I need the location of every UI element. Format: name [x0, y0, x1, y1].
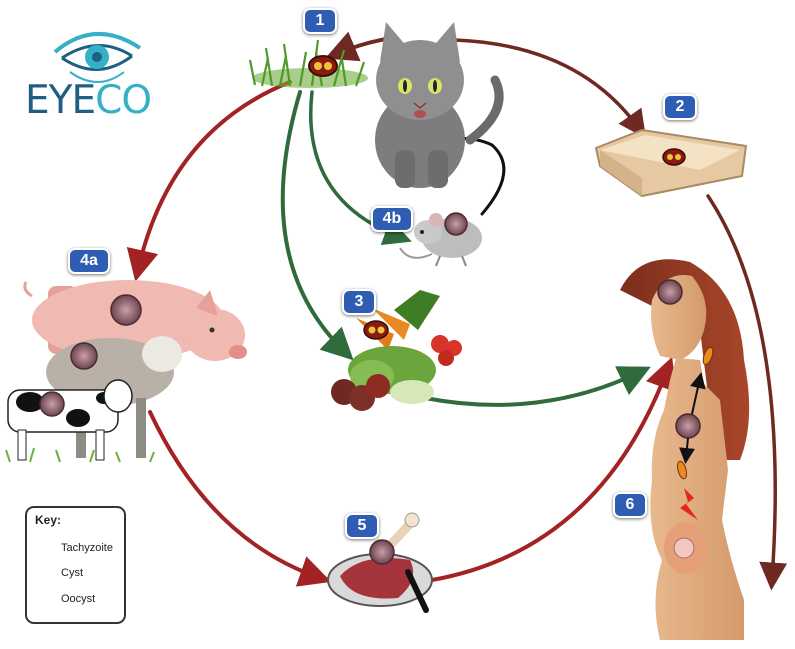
- arrow-soil-to-livestock: [126, 80, 292, 282]
- logo-text-eye: EYE: [25, 78, 96, 123]
- step-badge-5: 5: [345, 513, 379, 539]
- arrow-cat-to-litterbox: [453, 38, 647, 139]
- rodent-intermediate-host: [399, 212, 482, 267]
- arrow-meat-to-human: [430, 356, 676, 582]
- arrow-cyst-to-tachyzoite: [690, 372, 706, 415]
- contaminated-produce: [331, 290, 462, 411]
- logo-text-co: CO: [95, 78, 152, 123]
- eyeco-logo-eye-icon: [53, 32, 142, 83]
- cow: [7, 379, 133, 461]
- legend-key: Key: Tachyzoite Cyst Oocyst: [25, 506, 126, 624]
- transmission-arrows: [126, 31, 788, 591]
- oocyst-on-produce-icon: [363, 320, 389, 340]
- step-badge-4a: 4a: [68, 248, 110, 274]
- cyst-in-human-brain-icon: [657, 279, 683, 305]
- tachyzoite-in-human-icon: [676, 346, 714, 480]
- oocyst-in-litter-icon: [662, 148, 686, 166]
- arrow-soil-to-produce: [280, 90, 354, 361]
- undercooked-meat: [327, 512, 433, 613]
- pig: [23, 280, 247, 361]
- legend-title: Key:: [35, 513, 62, 527]
- legend-item-cyst: Cyst: [61, 567, 83, 579]
- arrow-cyst-to-tachyzoite-down: [679, 437, 695, 464]
- human-host-pregnant-woman: [620, 259, 750, 640]
- livestock-intermediate-hosts: [5, 280, 247, 463]
- contaminated-soil-grass: [248, 39, 368, 88]
- step-badge-1: 1: [303, 8, 337, 34]
- legend-item-tachyzoite: Tachyzoite: [61, 542, 113, 554]
- step-badge-6: 6: [613, 492, 647, 518]
- legend-item-oocyst: Oocyst: [61, 593, 96, 605]
- cyst-in-cow-icon: [39, 391, 65, 417]
- arrow-litterbox-to-human: [706, 194, 788, 591]
- fetus-icon: [673, 537, 695, 559]
- step-badge-3: 3: [342, 289, 376, 315]
- arrow-livestock-to-meat: [148, 410, 332, 587]
- cyst-in-pig-icon: [110, 294, 142, 326]
- cyst-in-human-tissue-icon: [675, 413, 701, 439]
- oocyst-in-soil-icon: [308, 55, 338, 77]
- arrow-produce-to-human: [423, 366, 651, 407]
- step-badge-2: 2: [663, 94, 697, 120]
- cat-definitive-host: [375, 22, 504, 188]
- cyst-in-meat-icon: [369, 539, 395, 565]
- step-badge-4b: 4b: [371, 206, 413, 232]
- litter-box: [594, 128, 748, 198]
- cyst-in-rodent-icon: [444, 212, 468, 236]
- sheep: [46, 336, 182, 458]
- eyeco-logo-text: EYECO: [25, 78, 152, 123]
- transplacental-lightning-icon: [680, 488, 698, 520]
- cyst-in-sheep-icon: [70, 342, 98, 370]
